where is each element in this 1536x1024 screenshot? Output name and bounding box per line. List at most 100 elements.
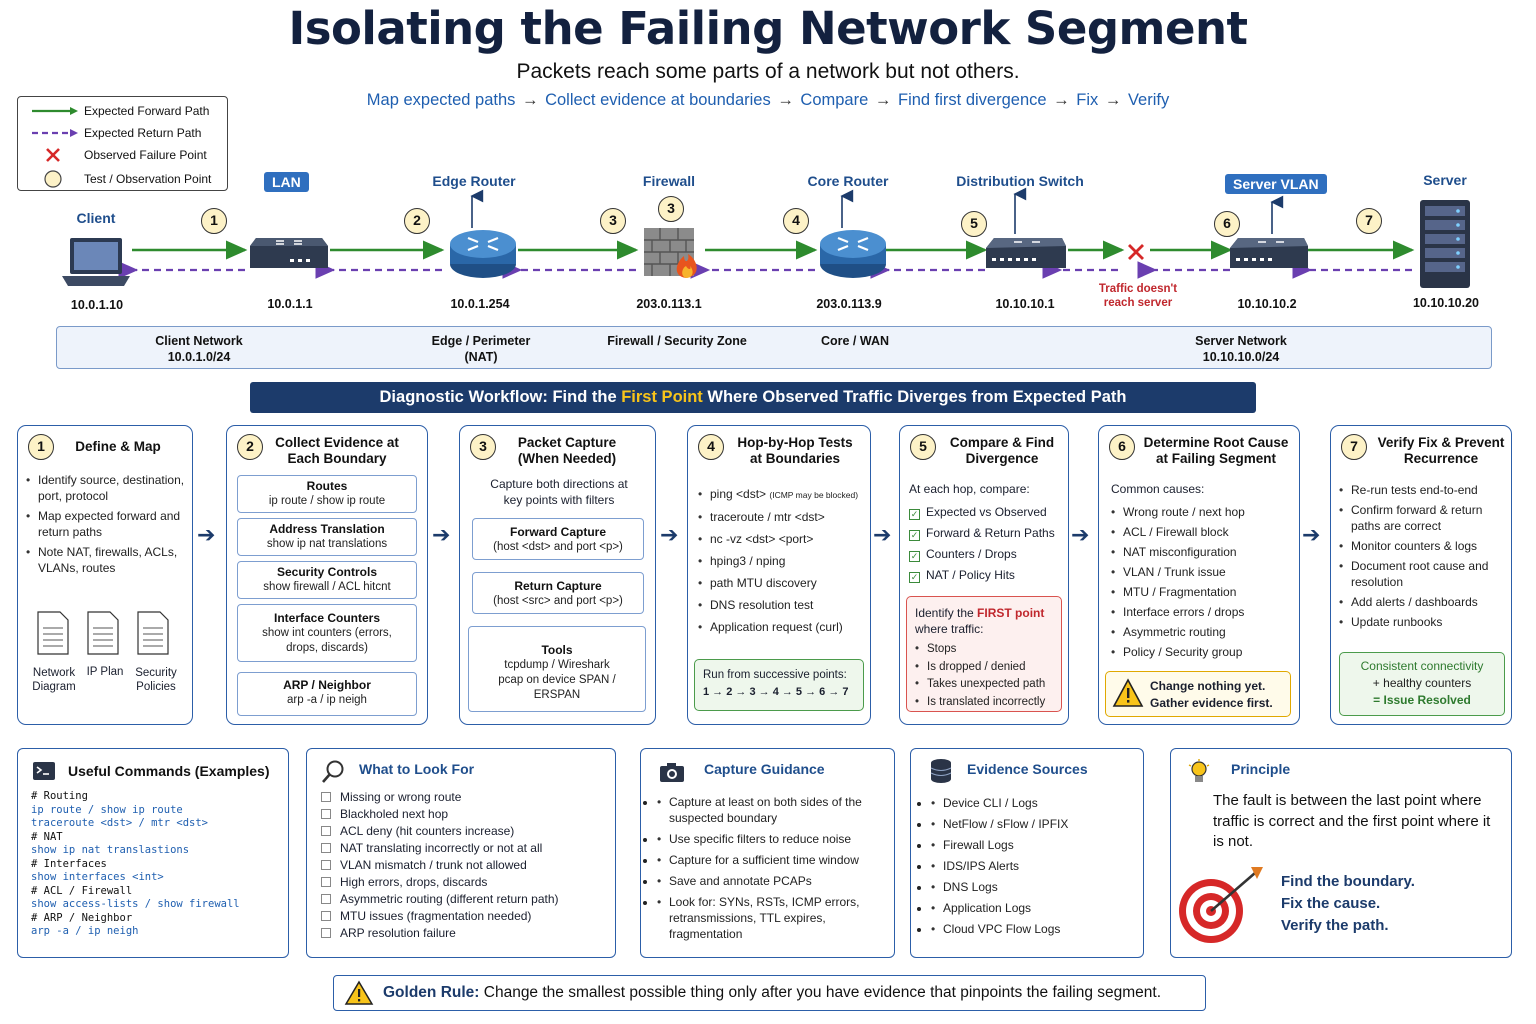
terminal-icon	[33, 762, 55, 780]
evidence-sources-panel: Evidence Sources Device CLI / Logs NetFl…	[910, 748, 1144, 958]
panel-title: Useful Commands (Examples)	[68, 763, 270, 779]
warning-box: Change nothing yet.Gather evidence first…	[1105, 671, 1291, 717]
failure-note: Traffic doesn't reach server	[1098, 283, 1178, 309]
zone-core: Core / WAN	[820, 334, 890, 348]
next-step-arrow-icon: ➔	[1071, 522, 1090, 547]
check-icon: ✓	[909, 509, 920, 520]
check-icon: ✓	[909, 572, 920, 583]
flow-arrow-icon: →	[874, 91, 892, 109]
principle-panel: Principle The fault is between the last …	[1170, 748, 1512, 958]
page-title: Isolating the Failing Network Segment	[288, 2, 1248, 55]
step-card-3: 3 Packet Capture (When Needed) Capture b…	[459, 425, 656, 725]
router-icon	[450, 230, 516, 278]
flow-step: Map expected paths	[366, 91, 516, 109]
return-capture: Return Capture(host <src> and port <p>)	[472, 572, 644, 614]
ip-address: 203.0.113.1	[636, 297, 702, 311]
document-icons	[37, 611, 169, 655]
node-tag-lan: LAN	[264, 172, 309, 192]
next-step-arrow-icon: ➔	[197, 522, 216, 547]
legend-test: Test / Observation Point	[84, 172, 212, 186]
warning-icon	[344, 980, 374, 1005]
node-label-distribution-switch: Distribution Switch	[956, 173, 1084, 189]
node-tag-server-vlan: Server VLAN	[1225, 174, 1327, 194]
panel-title: Principle	[1231, 761, 1291, 777]
step-number: 5	[910, 434, 936, 460]
step-title: Compare & Find Divergence	[949, 435, 1055, 466]
step-list: Identify source, destination, port, prot…	[26, 472, 190, 576]
legend-symbols-icon	[32, 107, 78, 188]
flow-arrow-icon: →	[1053, 91, 1070, 109]
step-card-5: 5 Compare & Find Divergence At each hop,…	[899, 425, 1069, 725]
zone-firewall: Firewall / Security Zone	[607, 334, 747, 348]
step-number: 7	[1341, 434, 1367, 460]
look-for-list: Missing or wrong route Blackholed next h…	[321, 789, 559, 942]
test-point-marker: 1	[201, 208, 227, 234]
first-point-alert: Identify the FIRST point where traffic: …	[906, 596, 1062, 712]
node-label-client: Client	[76, 210, 116, 226]
step-card-6: 6 Determine Root Cause at Failing Segmen…	[1098, 425, 1300, 725]
test-list: ping <dst> (ICMP may be blocked) tracero…	[698, 486, 870, 635]
panel-title: Capture Guidance	[704, 761, 825, 777]
page-subtitle: Packets reach some parts of a network bu…	[516, 60, 1020, 83]
step-title: Hop-by-Hop Tests at Boundaries	[737, 435, 853, 466]
step-card-2: 2 Collect Evidence at Each Boundary Rout…	[226, 425, 428, 725]
node-label-firewall: Firewall	[642, 173, 696, 189]
causes-intro: Common causes:	[1111, 482, 1205, 496]
capture-intro: Capture both directions at key points wi…	[490, 477, 628, 507]
lightbulb-icon	[1188, 759, 1210, 782]
step-number: 3	[470, 434, 496, 460]
next-step-arrow-icon: ➔	[873, 522, 892, 547]
legend: Expected Forward Path Expected Return Pa…	[17, 96, 228, 191]
ip-address: 203.0.113.9	[816, 297, 882, 311]
topology-links	[118, 187, 1415, 279]
test-point-marker: 3	[658, 196, 684, 222]
capture-guidance-list: Capture at least on both sides of the su…	[657, 794, 889, 942]
firewall-icon	[644, 228, 697, 278]
step-number: 4	[698, 434, 724, 460]
next-step-arrow-icon: ➔	[1302, 522, 1321, 547]
principle-slogans: Find the boundary.Fix the cause.Verify t…	[1281, 873, 1415, 934]
node-label-core-router: Core Router	[807, 173, 889, 189]
node-label-edge-router: Edge Router	[432, 173, 516, 189]
step-title: Packet Capture (When Needed)	[517, 435, 617, 466]
database-icon	[930, 759, 952, 783]
flow-step: Verify	[1127, 91, 1170, 109]
command-lines: # Routing ip route / show ip route trace…	[31, 790, 240, 937]
switch-icon	[1230, 238, 1308, 268]
step-title: Collect Evidence at Each Boundary	[275, 435, 399, 466]
doc-label: Security Policies	[135, 667, 177, 693]
flow-arrow-icon: →	[521, 91, 539, 109]
test-point-marker: 4	[783, 208, 809, 234]
panel-title: What to Look For	[359, 761, 475, 777]
doc-label: Network Diagram	[32, 667, 76, 693]
test-point-marker: 6	[1214, 211, 1240, 237]
verify-list: Re-run tests end-to-end Confirm forward …	[1339, 482, 1511, 630]
ip-address: 10.10.10.2	[1237, 297, 1297, 311]
evidence-sources-list: Device CLI / Logs NetFlow / sFlow / IPFI…	[931, 793, 1141, 940]
ip-address: 10.10.10.1	[995, 297, 1055, 311]
step-card-4: 4 Hop-by-Hop Tests at Boundaries ping <d…	[687, 425, 871, 725]
switch-icon	[250, 238, 328, 268]
step-card-7: 7 Verify Fix & Prevent Recurrence Re-run…	[1330, 425, 1512, 725]
flow-step: Find first divergence	[897, 91, 1047, 109]
ip-address: 10.10.10.20	[1412, 296, 1480, 310]
doc-label: IP Plan	[86, 666, 124, 678]
legend-forward: Expected Forward Path	[84, 104, 210, 118]
magnifier-icon	[322, 760, 344, 783]
process-flow: Map expected paths → Collect evidence at…	[0, 91, 1536, 110]
compare-checklist: ✓Expected vs Observed ✓Forward & Return …	[909, 505, 1055, 583]
ip-address: 10.0.1.254	[450, 297, 510, 311]
step-number: 6	[1109, 434, 1135, 460]
step-card-1: 1 Define & Map Identify source, destinat…	[17, 425, 193, 725]
router-icon	[820, 230, 886, 278]
ip-address: 10.0.1.1	[267, 297, 313, 311]
workflow-banner: Diagnostic Workflow: Find the First Poin…	[250, 382, 1256, 413]
legend-return: Expected Return Path	[84, 126, 202, 140]
forward-capture: Forward Capture(host <dst> and port <p>)	[472, 518, 644, 560]
